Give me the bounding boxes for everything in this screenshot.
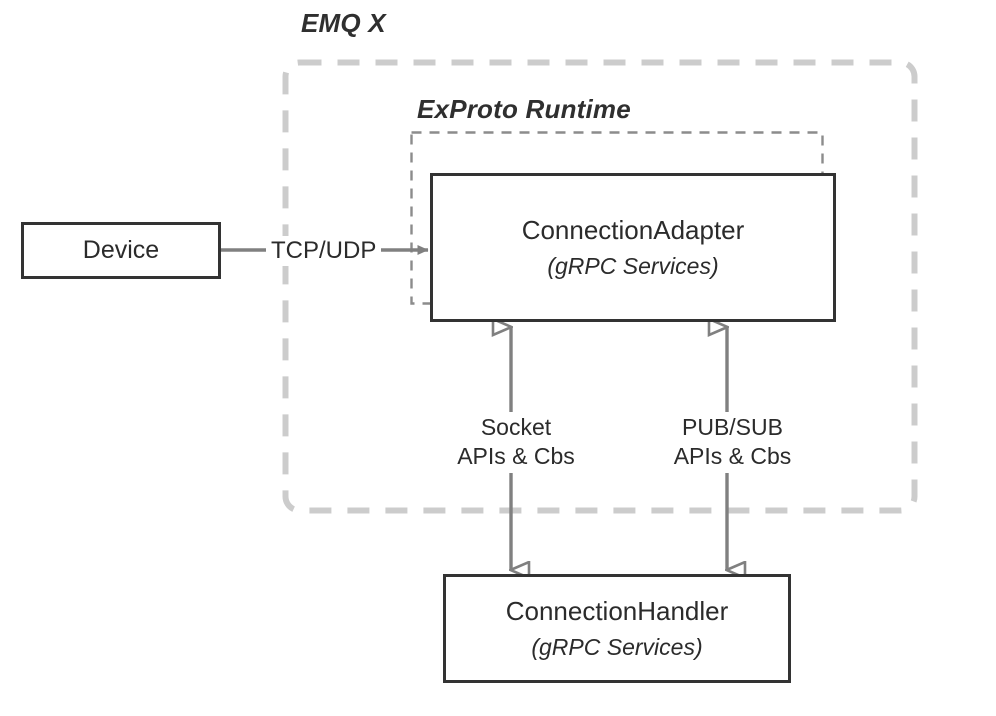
connection-adapter-node[interactable]: ConnectionAdapter (gRPC Services) — [430, 173, 836, 322]
pubsub-api-edge-label-line2: APIs & Cbs — [673, 443, 792, 470]
connection-adapter-node-title: ConnectionAdapter — [521, 215, 745, 245]
device-node-title: Device — [82, 236, 160, 264]
emqx-group-label: EMQ X — [301, 8, 386, 38]
connection-handler-node[interactable]: ConnectionHandler (gRPC Services) — [443, 574, 791, 683]
exproto-runtime-group-label: ExProto Runtime — [417, 94, 631, 124]
socket-api-edge-label: Socket APIs & Cbs — [441, 412, 591, 473]
socket-api-edge-label-line2: APIs & Cbs — [457, 443, 575, 470]
pubsub-api-edge-label: PUB/SUB APIs & Cbs — [655, 412, 810, 473]
socket-api-edge-label-line1: Socket — [480, 414, 552, 440]
device-to-adapter-edge-label: TCP/UDP — [266, 236, 382, 266]
device-node[interactable]: Device — [21, 222, 221, 279]
connection-handler-node-title: ConnectionHandler — [505, 596, 729, 626]
pubsub-api-edge-label-line1: PUB/SUB — [682, 414, 783, 440]
exproto-runtime-group-boundary — [410, 131, 824, 305]
connection-adapter-node-subtitle: (gRPC Services) — [547, 253, 719, 279]
connection-handler-node-subtitle: (gRPC Services) — [531, 634, 703, 660]
